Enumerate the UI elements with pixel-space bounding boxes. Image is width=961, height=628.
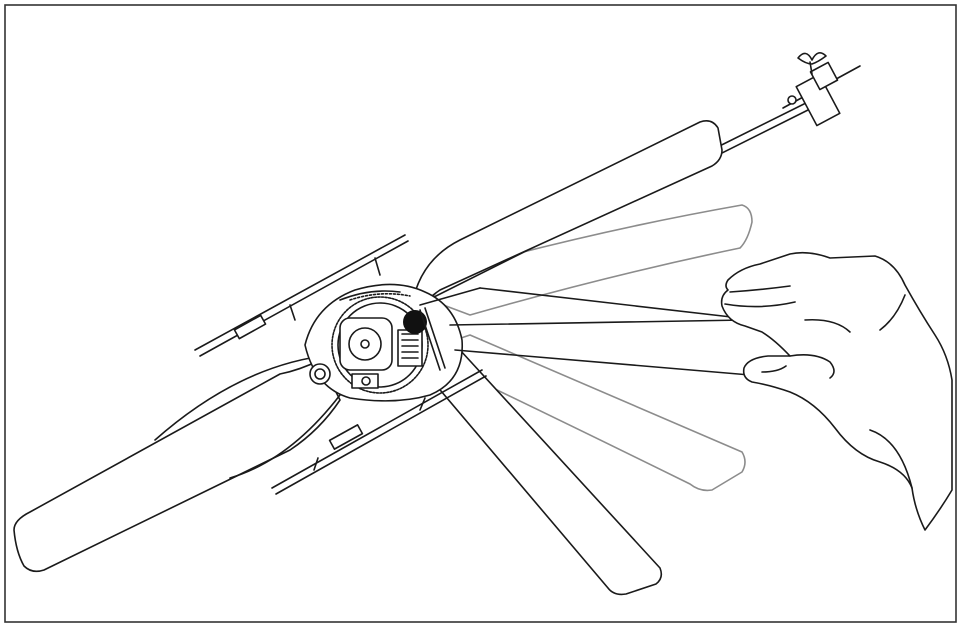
main-blade-left xyxy=(13,354,341,573)
ghost-blade-upper xyxy=(429,204,753,316)
motor-housing xyxy=(339,317,423,389)
hand-illustration xyxy=(720,251,953,531)
launch-strings xyxy=(419,287,751,376)
landing-skid-upper xyxy=(194,234,409,357)
main-blade-lower xyxy=(429,349,663,596)
ghost-blade-lower xyxy=(439,334,746,492)
left-pulley xyxy=(309,363,331,385)
landing-skid-lower xyxy=(271,369,487,495)
tail-rotor xyxy=(782,52,861,127)
rotor-hub xyxy=(403,307,446,371)
